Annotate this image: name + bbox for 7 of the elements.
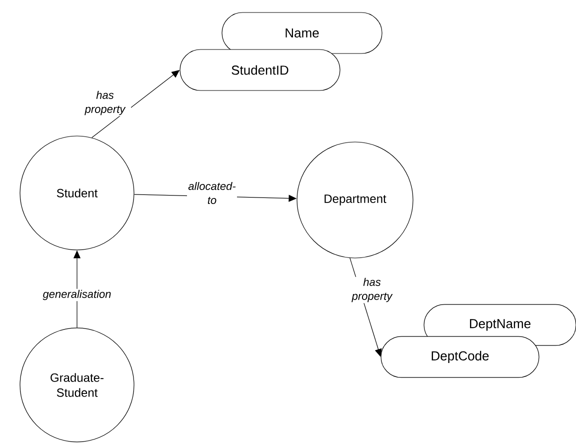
attribute-box: Name: [222, 12, 382, 54]
edge-label: allocated-to: [188, 182, 236, 204]
edge-label: has property: [352, 278, 393, 302]
attribute-box: DeptCode: [380, 336, 540, 378]
edge-label: has property: [84, 90, 126, 116]
attribute-box: StudentID: [180, 49, 340, 91]
edge-label: generalisation: [42, 290, 111, 300]
